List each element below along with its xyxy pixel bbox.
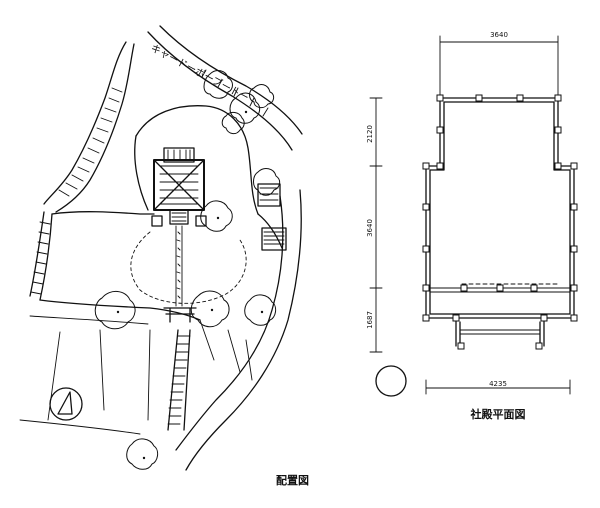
floor-plan-caption: 社殿平面図 [470,407,526,421]
columns [422,94,578,350]
trees [94,70,281,470]
dimension-lines [369,35,571,395]
dim-side-middle: 3640 [366,219,374,237]
site-plan-caption: 配置図 [276,473,309,487]
road-label: キャードーボーブートー [149,41,252,104]
north-arrow-icon [49,387,83,421]
approach-path [163,183,287,431]
compass-circle-icon [375,365,407,397]
terrain-lines [19,25,303,471]
dim-side-upper: 2120 [366,125,374,143]
shrine-walls [425,97,575,347]
dim-side-lower: 1687 [366,311,374,329]
floor-plan: 3640 4235 2120 3640 1687 [366,31,578,421]
site-plan: キャードーボーブートー 配置図 [19,25,309,487]
dim-bottom-width: 4235 [489,380,507,388]
dim-top-width: 3640 [490,31,508,39]
main-shrine-building [151,147,207,227]
